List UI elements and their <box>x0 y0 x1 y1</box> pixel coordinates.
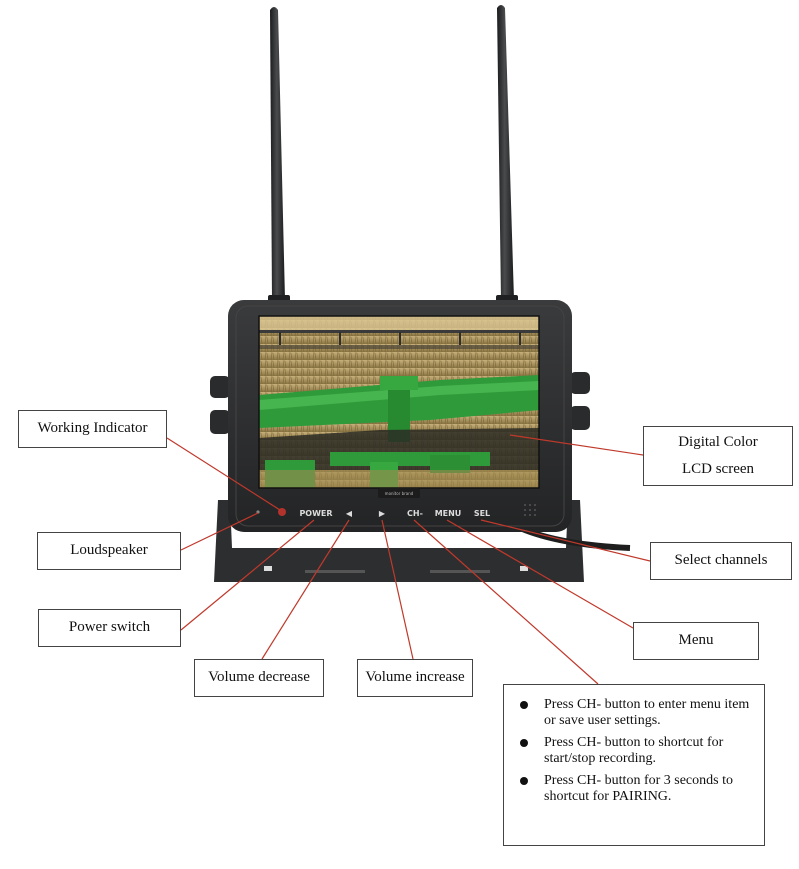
line-ch-minus <box>413 519 599 685</box>
bullet-icon <box>520 701 528 709</box>
note-text: Press CH- button to enter menu item or s… <box>544 697 750 728</box>
line-volume-decrease <box>261 519 350 660</box>
callout-lcd-screen-line2: LCD screen <box>681 461 755 477</box>
note-item: Press CH- button for 3 seconds to shortc… <box>514 773 754 805</box>
antenna-left <box>268 7 290 309</box>
callout-volume-decrease: Volume decrease <box>194 659 324 697</box>
callout-lcd-screen: Digital Color LCD screen <box>643 426 793 486</box>
bullet-icon <box>520 739 528 747</box>
callout-select-channels-text: Select channels <box>674 552 768 569</box>
bullet-icon <box>520 777 528 785</box>
line-lcd-screen <box>509 434 644 456</box>
line-power-switch <box>180 519 315 631</box>
volume-increase-button[interactable]: ▶ <box>379 509 386 518</box>
menu-button[interactable]: MENU <box>435 509 462 518</box>
mount-bracket <box>214 500 584 582</box>
sel-button[interactable]: SEL <box>474 509 490 518</box>
callout-working-indicator: Working Indicator <box>18 410 167 448</box>
callout-lines <box>166 434 651 685</box>
callout-loudspeaker: Loudspeaker <box>37 532 181 570</box>
note-text: Press CH- button for 3 seconds to shortc… <box>544 773 733 804</box>
control-panel: monitor brand POWER ◀ ▶ CH- MENU SEL <box>256 488 536 518</box>
side-knobs <box>210 372 590 434</box>
callout-loudspeaker-text: Loudspeaker <box>70 542 148 559</box>
callout-volume-increase-text: Volume increase <box>365 669 465 686</box>
callout-select-channels: Select channels <box>650 542 792 580</box>
volume-decrease-button[interactable]: ◀ <box>346 509 353 518</box>
callout-volume-increase: Volume increase <box>357 659 473 697</box>
callout-power-switch: Power switch <box>38 609 181 647</box>
callout-menu: Menu <box>633 622 759 660</box>
power-button[interactable]: POWER <box>299 509 332 518</box>
callout-working-indicator-text: Working Indicator <box>37 420 148 437</box>
notes-list: Press CH- button to enter menu item or s… <box>514 697 754 805</box>
line-loudspeaker <box>180 512 259 551</box>
line-select-channels <box>480 519 651 562</box>
note-text: Press CH- button to shortcut for start/s… <box>544 735 724 766</box>
callout-menu-text: Menu <box>678 632 714 649</box>
svg-text:monitor brand: monitor brand <box>385 491 414 496</box>
ch-button-notes: Press CH- button to enter menu item or s… <box>503 684 765 846</box>
note-item: Press CH- button to shortcut for start/s… <box>514 735 754 767</box>
line-working-indicator <box>166 437 281 511</box>
line-volume-increase <box>381 519 414 660</box>
ch-minus-button[interactable]: CH- <box>407 509 423 518</box>
antenna-right <box>496 5 518 309</box>
callout-lcd-screen-line1: Digital Color <box>678 434 758 450</box>
note-item: Press CH- button to enter menu item or s… <box>514 697 754 729</box>
lcd-screen <box>259 316 539 488</box>
callout-power-switch-text: Power switch <box>68 619 151 636</box>
line-menu <box>446 519 634 629</box>
callout-volume-decrease-text: Volume decrease <box>208 669 310 686</box>
